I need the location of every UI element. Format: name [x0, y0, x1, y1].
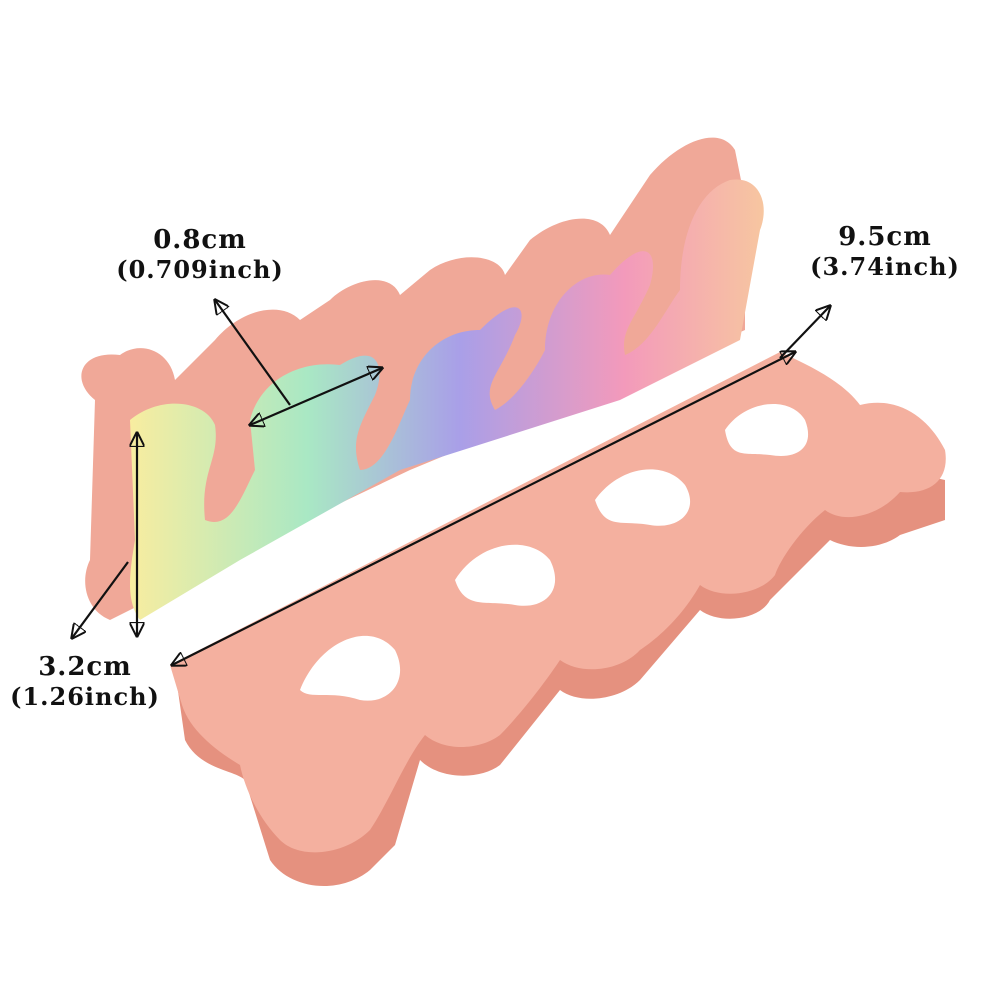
- length-label: 9.5cm (3.74inch): [780, 222, 990, 282]
- length-leader-arrow: [779, 306, 830, 359]
- length-arrow: [172, 352, 795, 665]
- dimension-arrows: [72, 300, 830, 665]
- thickness-imperial: (0.709inch): [116, 255, 284, 285]
- height-leader-arrow: [72, 561, 129, 638]
- height-metric: 3.2cm: [38, 652, 132, 682]
- length-metric: 9.5cm: [838, 222, 932, 252]
- length-imperial: (3.74inch): [810, 252, 960, 282]
- height-imperial: (1.26inch): [10, 682, 160, 712]
- thickness-label: 0.8cm (0.709inch): [100, 225, 300, 285]
- height-label: 3.2cm (1.26inch): [0, 652, 170, 712]
- thickness-metric: 0.8cm: [153, 225, 247, 255]
